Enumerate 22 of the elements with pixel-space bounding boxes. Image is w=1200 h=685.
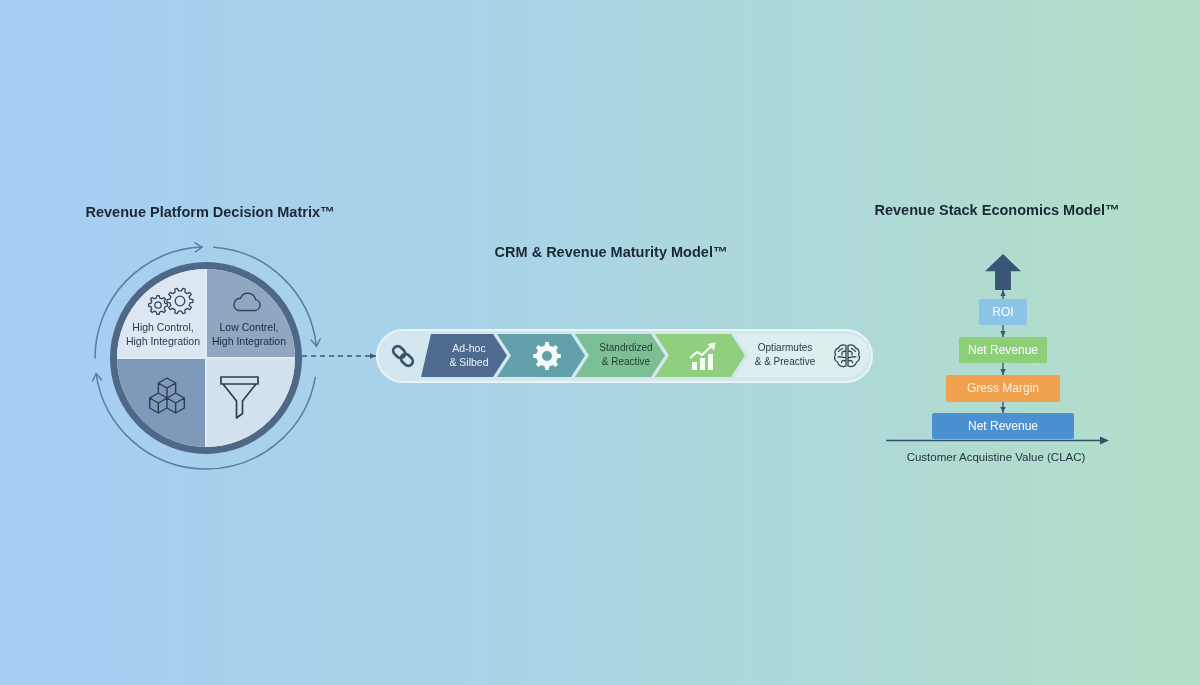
stack-block [979,299,1027,325]
step-label: Standrdized & Reactive [598,341,654,369]
chevron-arrow [655,334,745,377]
arrow [1000,401,1006,414]
block-label: Gress Margin [967,380,1039,397]
process-step [735,334,869,377]
arrow [1000,289,1006,300]
section-heading: Revenue Stack Economics Model™ [874,201,1120,219]
stack-block [946,375,1060,402]
block-label: Net Revenue [967,418,1038,435]
dashed-arrow [301,353,377,359]
step-label: Optiarmutes & & Preactive [753,341,817,369]
step-label: Ad-hoc & Silbed [448,341,490,369]
axis-label: Customer Acquistine Value (CLAC) [906,450,1086,464]
section-heading: CRM & Revenue Maturity Model™ [494,243,728,261]
arrow [1000,362,1006,376]
stack-block [932,413,1074,439]
arrow [1000,324,1006,338]
block-label: ROI [992,304,1014,321]
block-label: Net Revenue [967,342,1038,359]
stack-block [959,337,1047,363]
section-heading: Revenue Platform Decision Matrix™ [85,203,335,221]
